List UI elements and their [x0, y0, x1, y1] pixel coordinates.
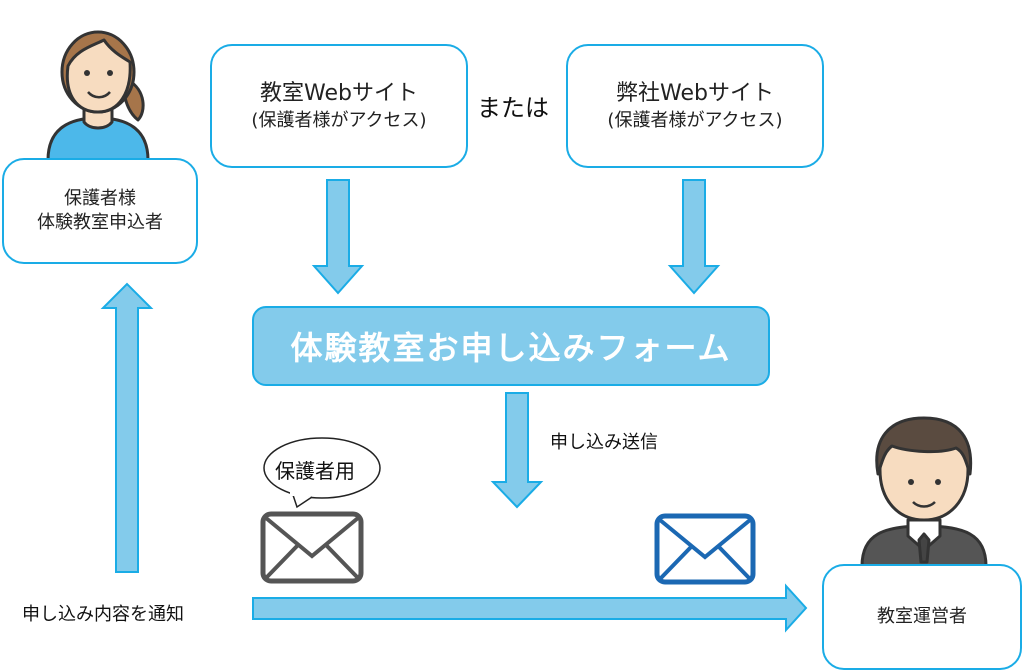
submit-label: 申し込み送信 — [550, 432, 658, 453]
guardian-box: 保護者様 体験教室申込者 — [2, 158, 198, 264]
businessman-avatar-icon — [860, 416, 988, 568]
company-website-box: 弊社Webサイト (保護者様がアクセス) — [566, 44, 824, 168]
company-website-title: 弊社Webサイト — [616, 81, 774, 106]
mail-guardian-icon — [260, 511, 364, 584]
classroom-website-sub: (保護者様がアクセス) — [251, 109, 427, 131]
arrow-down-classroom-to-form — [311, 179, 365, 295]
classroom-website-title: 教室Webサイト — [260, 81, 418, 106]
or-label: または — [477, 94, 549, 122]
mail-operator-icon — [654, 513, 756, 585]
woman-avatar-icon — [46, 30, 150, 162]
speech-bubble — [263, 437, 381, 509]
guardian-label-line1: 保護者様 — [64, 187, 136, 209]
speech-bubble-text: 保護者用 — [275, 459, 355, 483]
arrow-right-to-operator — [252, 583, 808, 633]
operator-box: 教室運営者 — [822, 564, 1022, 670]
operator-label: 教室運営者 — [877, 605, 967, 627]
application-form-box: 体験教室お申し込みフォーム — [252, 306, 770, 386]
arrow-up-to-guardian — [100, 282, 154, 573]
arrow-down-company-to-form — [667, 179, 721, 295]
classroom-website-box: 教室Webサイト (保護者様がアクセス) — [210, 44, 468, 168]
notify-label: 申し込み内容を通知 — [22, 604, 184, 625]
company-website-sub: (保護者様がアクセス) — [607, 109, 783, 131]
application-form-label: 体験教室お申し込みフォーム — [290, 329, 732, 367]
guardian-label-line2: 体験教室申込者 — [37, 212, 163, 233]
arrow-down-submit — [490, 392, 544, 509]
